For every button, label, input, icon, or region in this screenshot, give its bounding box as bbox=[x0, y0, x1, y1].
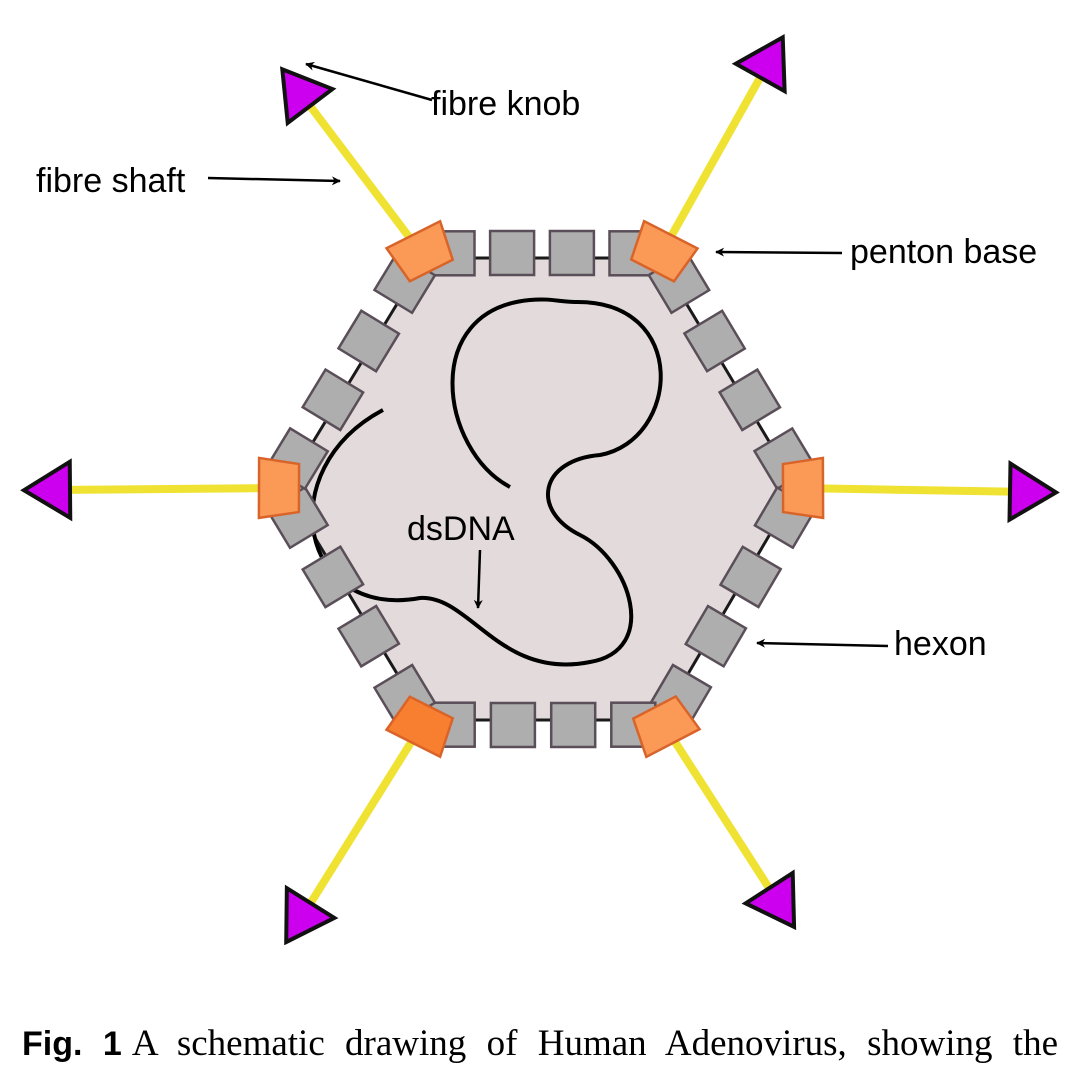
hexon-1-3 bbox=[548, 229, 596, 277]
penton-base-2 bbox=[629, 219, 700, 283]
fibre-knob-2 bbox=[731, 33, 787, 95]
penton-base-5 bbox=[384, 695, 455, 759]
penton-base-3 bbox=[781, 456, 825, 520]
arrow-hexon bbox=[756, 638, 889, 648]
arrow-fibre-knob bbox=[305, 61, 433, 102]
hexon-group bbox=[265, 229, 817, 749]
fibre-shaft-5 bbox=[296, 717, 429, 923]
label-dsdna: dsDNA bbox=[407, 510, 515, 548]
arrow-dsdna bbox=[473, 549, 483, 609]
fibre-shafts bbox=[49, 58, 1031, 923]
hexon-4-3 bbox=[489, 701, 537, 749]
annotation-arrows bbox=[207, 61, 889, 648]
penton-base-4 bbox=[631, 694, 702, 759]
fibre-knob-1 bbox=[279, 66, 337, 127]
fibre-knob-6 bbox=[20, 458, 73, 522]
fibre-shaft-6 bbox=[49, 484, 286, 494]
hexon-3-2 bbox=[718, 545, 783, 609]
hexon-4-2 bbox=[549, 701, 597, 749]
fibre-shaft-4 bbox=[657, 717, 784, 908]
label-penton-base: penton base bbox=[850, 233, 1037, 271]
fibre-shaft-3 bbox=[796, 484, 1031, 496]
hexon-2-2 bbox=[682, 309, 747, 373]
dsdna-strand bbox=[310, 297, 663, 667]
arrow-penton-base bbox=[715, 247, 843, 257]
fibre-knob-5 bbox=[284, 884, 339, 946]
figure-label: Fig. 1 bbox=[22, 1025, 122, 1063]
fibre-knob-3 bbox=[1007, 460, 1060, 524]
label-fibre-knob: fibre knob bbox=[431, 85, 580, 123]
label-fibre-shaft: fibre shaft bbox=[36, 162, 186, 200]
arrow-fibre-shaft bbox=[207, 176, 341, 186]
hexon-5-2 bbox=[336, 604, 401, 669]
penton-base-1 bbox=[384, 219, 455, 283]
fibre-shaft-2 bbox=[655, 58, 774, 260]
hexon-6-2 bbox=[300, 367, 365, 432]
penton-group bbox=[257, 219, 825, 759]
hexon-3-3 bbox=[683, 604, 748, 669]
label-hexon: hexon bbox=[894, 625, 987, 663]
fibre-knobs bbox=[20, 33, 1060, 946]
caption-text: A schematic drawing of Human Adenovirus,… bbox=[131, 1023, 1058, 1064]
hexon-2-3 bbox=[717, 367, 782, 432]
hexon-5-3 bbox=[300, 544, 365, 609]
hexon-1-2 bbox=[488, 229, 536, 277]
hexon-6-3 bbox=[336, 309, 401, 373]
penton-base-6 bbox=[257, 456, 301, 520]
fibre-shaft-1 bbox=[294, 87, 429, 261]
fibre-knob-4 bbox=[741, 869, 797, 931]
